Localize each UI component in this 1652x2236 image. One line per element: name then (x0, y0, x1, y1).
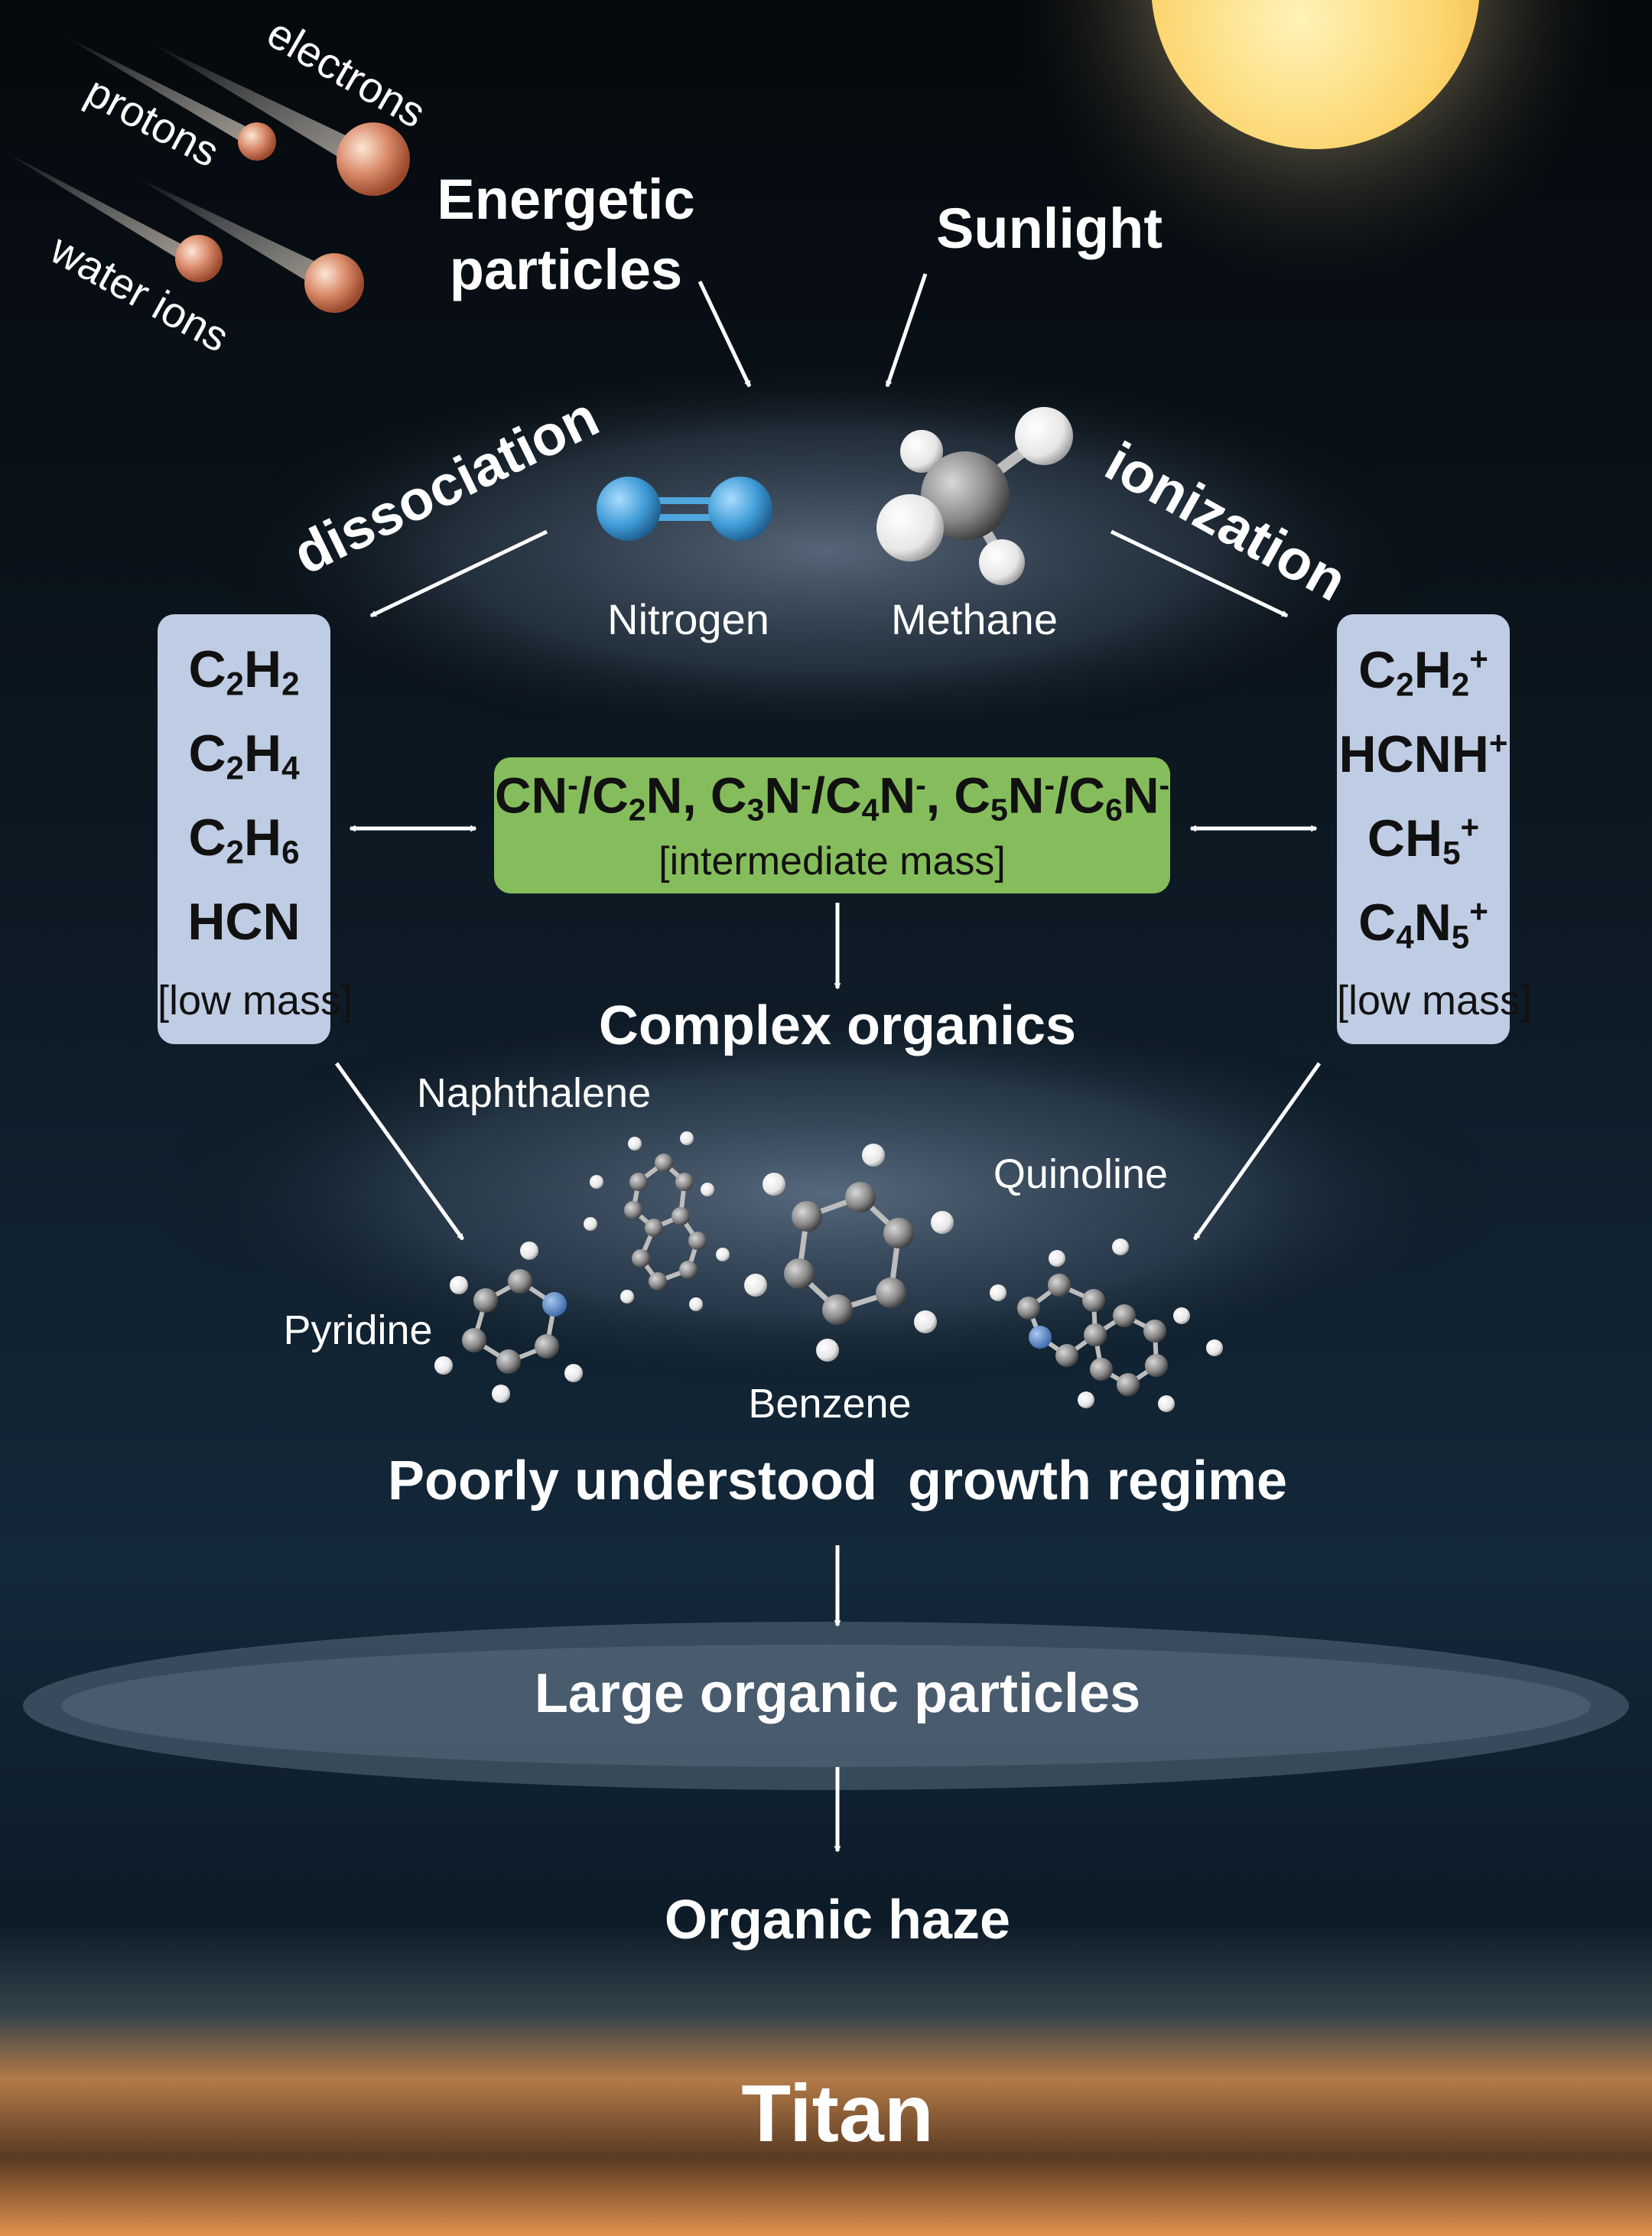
formula-c2h2: C2H2 (188, 640, 300, 702)
particle-trails (0, 34, 375, 292)
formula-ch5-plus: CH5+ (1367, 809, 1480, 871)
naphthalene-label: Naphthalene (416, 1070, 652, 1116)
intermediate-mass-label: [intermediate mass] (659, 839, 1006, 884)
formula-c2h2-plus: C2H2+ (1358, 641, 1488, 703)
arrow-ionization (1110, 529, 1287, 618)
formula-hcn: HCN (187, 893, 301, 951)
formula-c2h6: C2H6 (188, 809, 300, 871)
arrow-right-to-quinoline (1192, 1062, 1322, 1241)
arrows (334, 273, 1322, 1851)
titan-label: Titan (741, 2068, 934, 2159)
arrow-left-to-pyridine (334, 1062, 465, 1241)
methane-label: Methane (891, 595, 1058, 643)
neutral-species-box: C2H2 C2H4 C2H6 HCN [low mass] (158, 614, 353, 1044)
quinoline-molecule-icon (990, 1238, 1223, 1412)
low-mass-label-right: [low mass] (1337, 978, 1533, 1024)
formula-anions: CN-/C2N, C3N-/C4N-, C5N-/C6N- (494, 766, 1170, 828)
nitrogen-molecule-icon (597, 477, 772, 541)
anion-species-box: CN-/C2N, C3N-/C4N-, C5N-/C6N- [intermedi… (494, 757, 1170, 893)
nitrogen-label: Nitrogen (607, 595, 769, 643)
energetic-particles-line2: particles (449, 238, 683, 301)
formula-c2h4: C2H4 (188, 724, 300, 786)
large-particles-label: Large organic particles (534, 1663, 1141, 1724)
methane-molecule-icon (876, 407, 1073, 585)
low-mass-label-left: [low mass] (158, 978, 353, 1024)
energetic-particles-title: Energetic particles (437, 164, 694, 305)
sunlight-label: Sunlight (936, 197, 1163, 260)
arrow-dissociation (371, 529, 548, 618)
energetic-particles-icon (175, 122, 410, 313)
formula-hcnh-plus: HCNH+ (1338, 725, 1508, 784)
ion-species-box: C2H2+ HCNH+ CH5+ C4N5+ [low mass] (1337, 614, 1533, 1044)
organic-haze-label: Organic haze (664, 1889, 1011, 1951)
benzene-molecule-icon (744, 1144, 954, 1362)
arrow-sunlight-down (885, 273, 928, 386)
complex-organics-label: Complex organics (598, 995, 1077, 1056)
pyridine-label: Pyridine (283, 1307, 433, 1353)
growth-regime-label: Poorly understood growth regime (387, 1450, 1288, 1512)
arrow-particles-down (698, 280, 752, 386)
formula-c4n5-plus: C4N5+ (1358, 893, 1488, 955)
pyridine-molecule-icon (434, 1242, 583, 1403)
energetic-particles-line1: Energetic (437, 168, 695, 231)
naphthalene-molecule-icon (584, 1131, 730, 1311)
quinoline-label: Quinoline (993, 1151, 1169, 1197)
benzene-label: Benzene (748, 1381, 912, 1427)
